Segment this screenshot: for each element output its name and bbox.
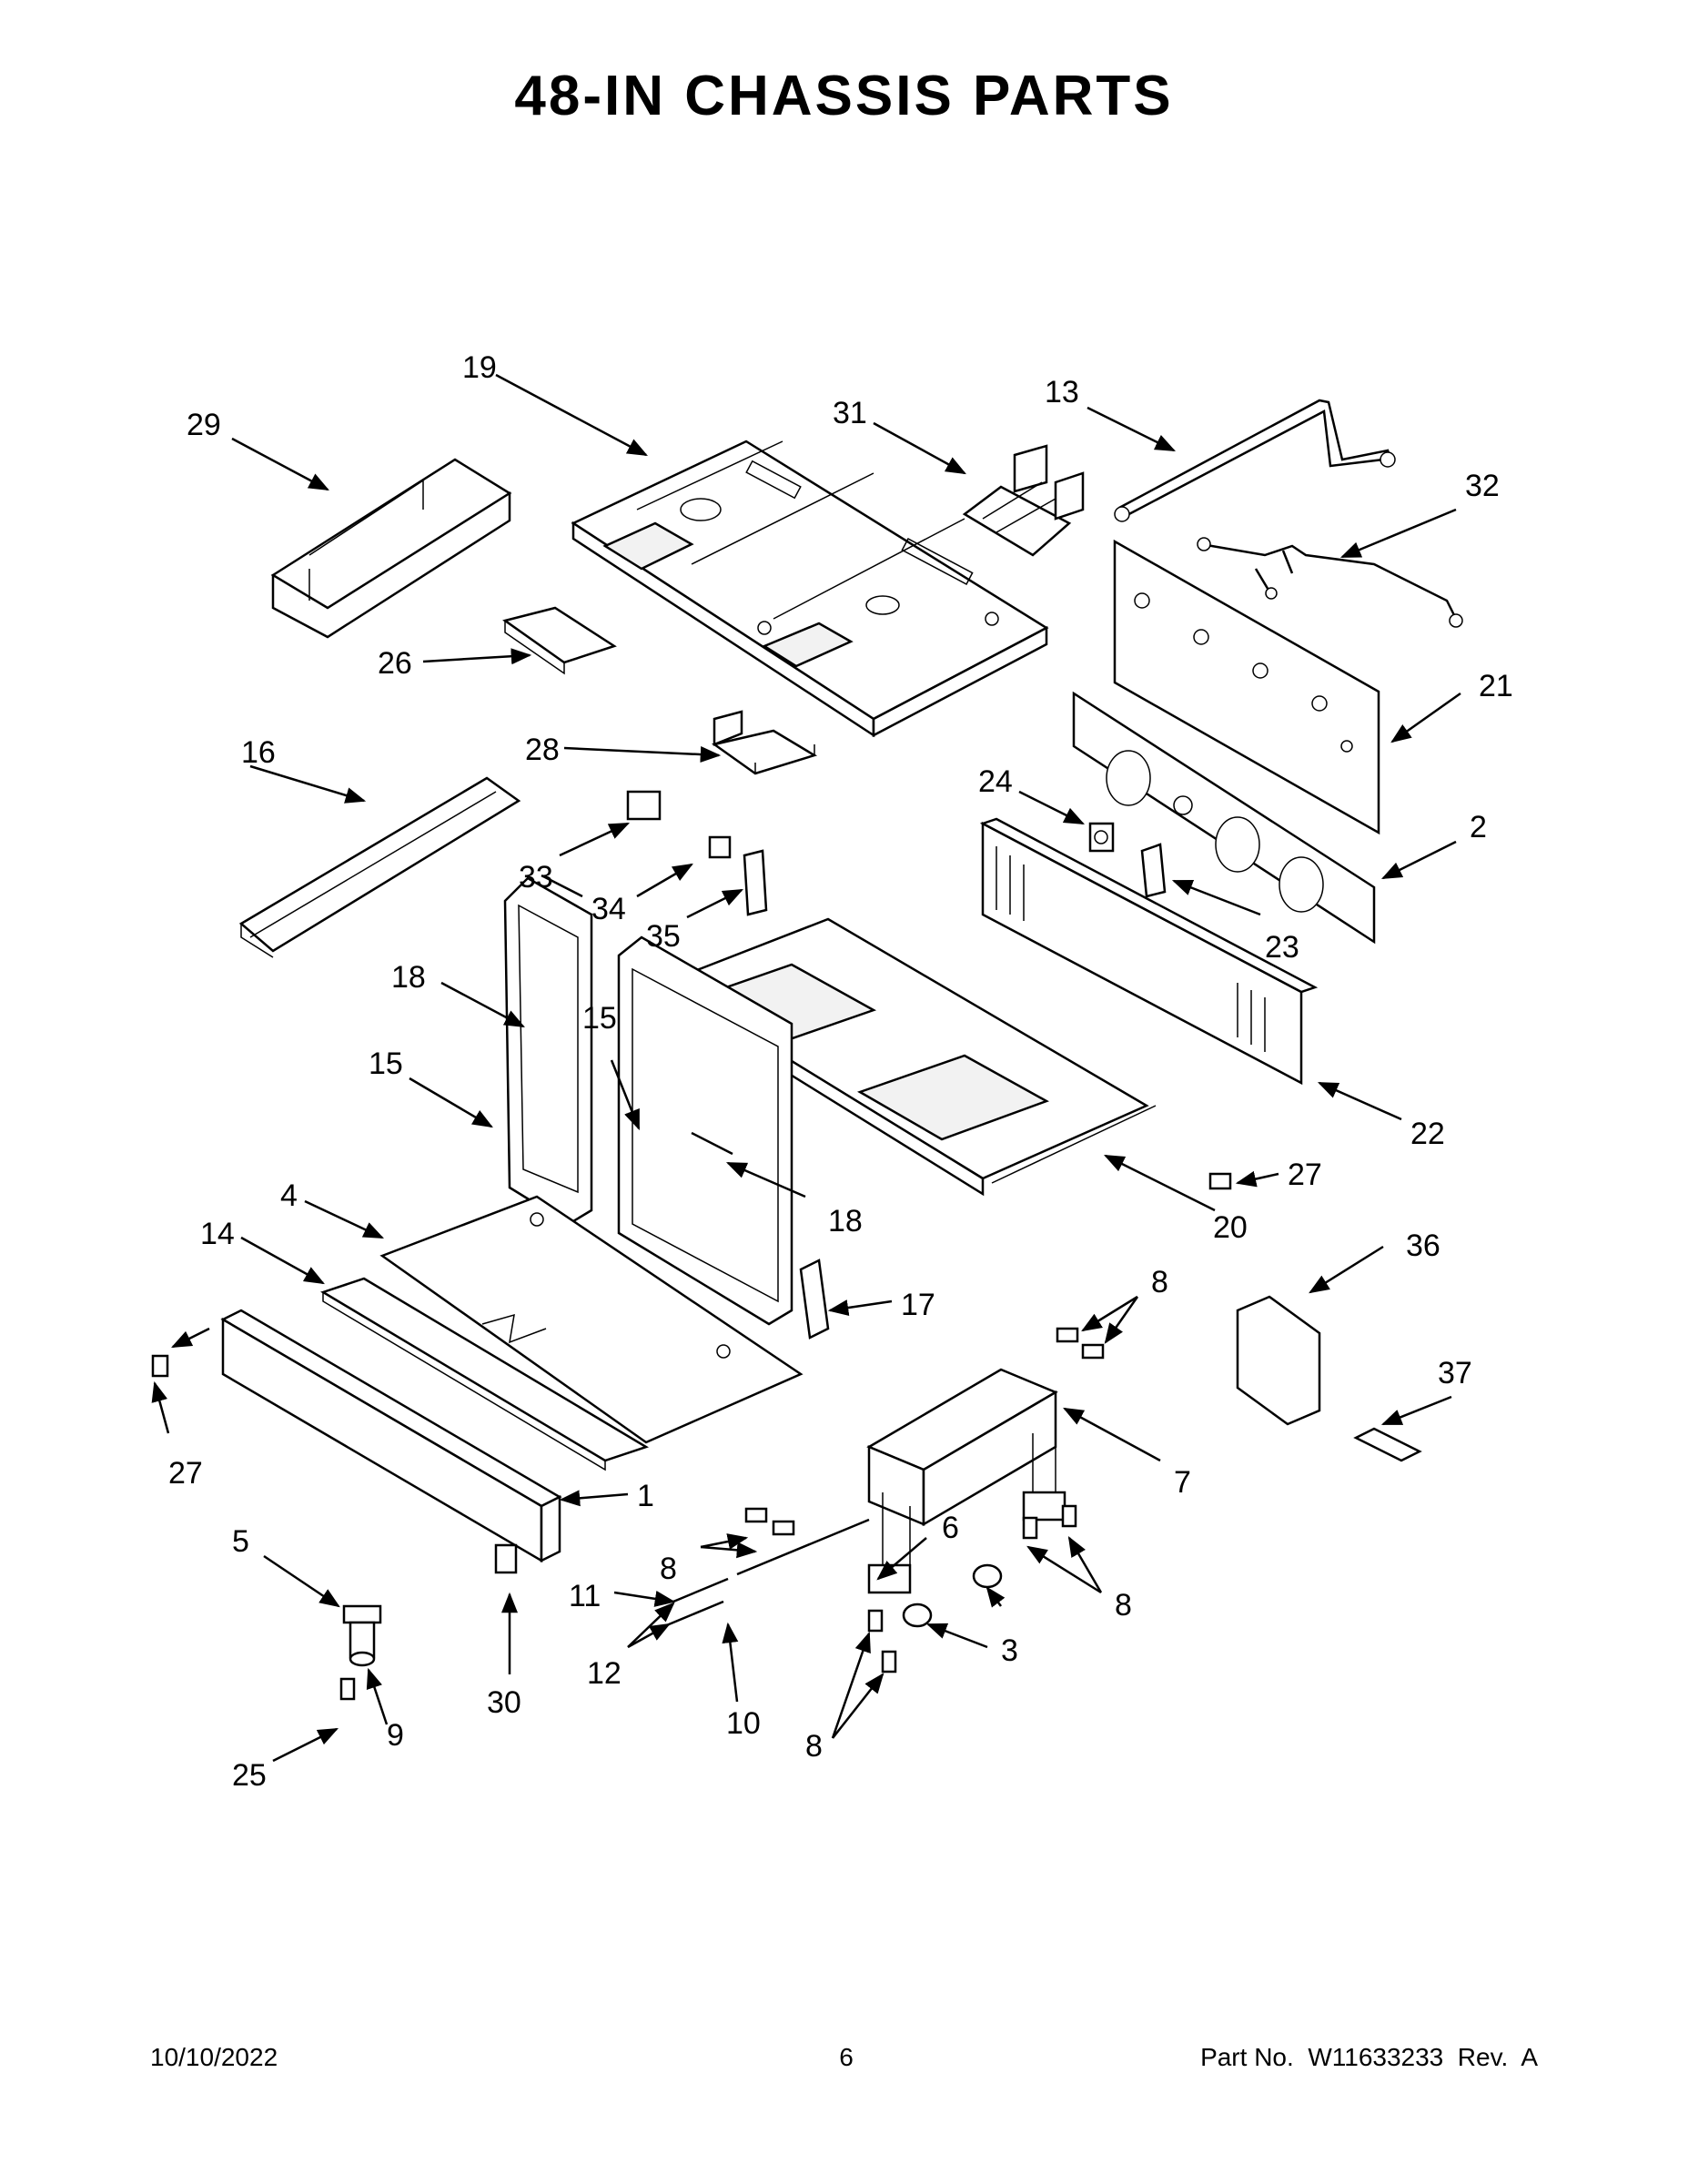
part-13-gas-tube	[1114, 399, 1396, 522]
part-32-gas-manifold	[1197, 537, 1463, 628]
footer-part-number: Part No. W11633233 Rev. A	[1200, 2043, 1538, 2071]
part-22-rear-panel	[979, 817, 1319, 1086]
part-29-tray	[270, 458, 512, 639]
callout-18-top: 18	[391, 960, 426, 995]
callout-8-bottom: 8	[805, 1729, 823, 1764]
callout-19: 19	[462, 350, 497, 385]
callout-9: 9	[387, 1718, 404, 1753]
callout-5: 5	[232, 1524, 249, 1559]
part-23-bracket	[1140, 843, 1167, 898]
callout-21: 21	[1479, 669, 1513, 703]
callout-15-left: 15	[369, 1046, 403, 1081]
part-7-leg-support	[866, 1368, 1066, 1594]
callout-4: 4	[280, 1178, 298, 1213]
callout-27-right: 27	[1288, 1158, 1322, 1192]
callout-27-left: 27	[168, 1456, 203, 1491]
callout-30: 30	[487, 1685, 521, 1720]
page-title: 48-IN CHASSIS PARTS	[514, 65, 1174, 127]
callout-2: 2	[1470, 810, 1487, 844]
callout-8-left: 8	[660, 1552, 677, 1586]
callout-10: 10	[726, 1706, 761, 1741]
footer-page-number: 6	[839, 2043, 854, 2071]
callout-29: 29	[187, 408, 221, 442]
callout-12: 12	[587, 1656, 622, 1691]
callout-20: 20	[1213, 1210, 1248, 1245]
part-14-front-rail	[320, 1277, 649, 1471]
part-21-heat-shield	[1113, 539, 1380, 835]
part-2-manifold-panel	[1072, 691, 1376, 945]
callout-17: 17	[901, 1288, 935, 1322]
callout-16: 16	[241, 735, 276, 770]
part-15-18-door-gaskets	[503, 874, 793, 1326]
parts-36-37-board	[1236, 1295, 1422, 1462]
callout-13: 13	[1045, 375, 1079, 410]
part-4-base-plate	[379, 1195, 804, 1444]
leveling-feet	[342, 1563, 1003, 1667]
callout-6: 6	[942, 1511, 959, 1545]
callout-7: 7	[1174, 1465, 1191, 1500]
callout-24: 24	[978, 764, 1013, 799]
footer-date: 10/10/2022	[150, 2043, 278, 2071]
callout-18-bottom: 18	[828, 1204, 863, 1239]
part-33-34-35-components	[626, 790, 768, 916]
leader-lines	[151, 373, 1461, 1763]
part-31-bracket	[962, 444, 1085, 557]
callout-22: 22	[1410, 1117, 1445, 1151]
callout-34: 34	[591, 892, 626, 926]
callout-32: 32	[1465, 469, 1500, 503]
callout-8-top: 8	[1151, 1265, 1168, 1299]
part-19-top-chassis	[571, 440, 1049, 738]
callout-25: 25	[232, 1758, 267, 1793]
part-17-bracket	[799, 1259, 830, 1340]
callout-labels: 19 29 31 13 32 26 21 28 16 24 2 33 34 35…	[168, 350, 1513, 1793]
callout-8-right: 8	[1115, 1588, 1132, 1623]
callout-37: 37	[1438, 1356, 1472, 1390]
part-16-side-rail	[238, 776, 521, 958]
callout-26: 26	[378, 646, 412, 681]
callout-36: 36	[1406, 1228, 1440, 1263]
callout-15-right: 15	[582, 1001, 617, 1036]
callout-33: 33	[519, 860, 553, 895]
part-1-toe-kick	[220, 1309, 562, 1563]
callout-14: 14	[200, 1217, 235, 1251]
callout-35: 35	[646, 919, 681, 954]
callout-11: 11	[569, 1579, 601, 1613]
callout-1: 1	[637, 1479, 654, 1513]
callout-28: 28	[525, 733, 560, 767]
part-26-bracket	[502, 606, 617, 675]
part-28-bracket	[712, 710, 818, 775]
parts-10-11-12-rods	[668, 1518, 870, 1626]
callout-31: 31	[833, 396, 867, 430]
callout-23: 23	[1265, 930, 1299, 965]
part-24-valve	[1088, 822, 1115, 853]
callout-3: 3	[1001, 1633, 1018, 1668]
